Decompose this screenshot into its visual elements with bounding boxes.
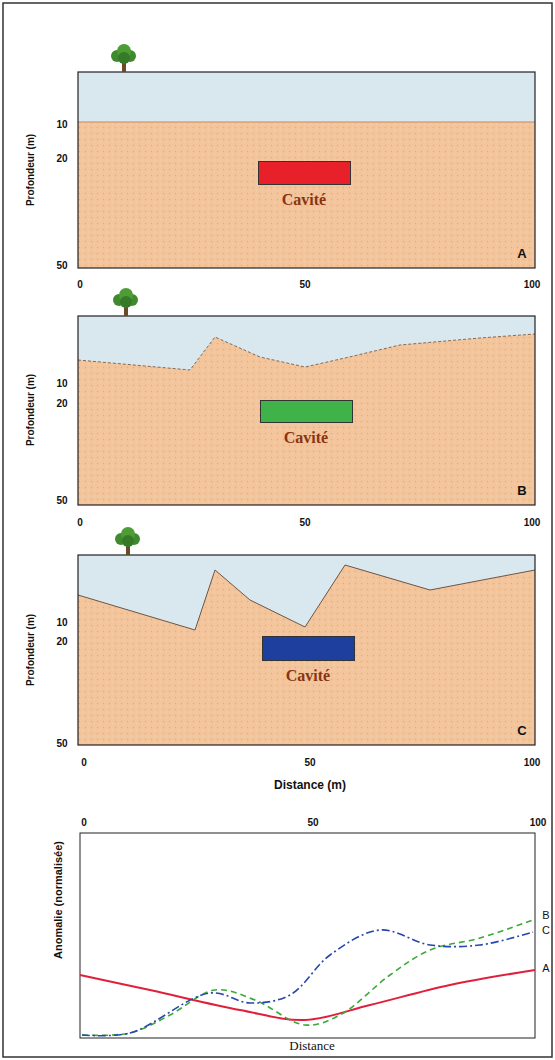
panel-letter: A (517, 247, 526, 261)
tick-label: 100 (524, 279, 541, 290)
cavity-box: Cavité (260, 400, 353, 447)
tree-icon (115, 527, 140, 555)
tick-label: 50 (56, 495, 67, 506)
anomaly-chart (80, 833, 535, 1038)
axis-title: Profondeur (m) (25, 374, 36, 446)
cavity-rect (258, 161, 351, 185)
tick-label: 100 (524, 517, 541, 528)
cavity-label: Cavité (258, 191, 351, 209)
section-a (78, 44, 535, 268)
anomaly-curves (80, 920, 535, 1036)
cavity-box: Cavité (258, 161, 351, 209)
tick-label: 20 (56, 153, 67, 164)
tree-icon (113, 288, 138, 316)
tick-label: 0 (81, 757, 87, 768)
tick-label: 0 (77, 279, 83, 290)
curve-label: B (542, 909, 549, 921)
axis-title: Distance (m) (274, 779, 346, 792)
axis-title: Anomalie (normalisée) (52, 841, 64, 959)
tick-label: 100 (530, 817, 547, 828)
outer-frame (3, 3, 552, 1057)
tick-label: 50 (307, 817, 318, 828)
tree-icon (111, 44, 136, 72)
tick-label: 50 (56, 260, 67, 271)
tick-label: 50 (299, 279, 310, 290)
curve-c (82, 930, 533, 1036)
tick-label: 10 (56, 617, 67, 628)
axis-title: Profondeur (m) (25, 134, 36, 206)
tick-label: 0 (81, 817, 87, 828)
axis-title: Distance (289, 1039, 334, 1053)
tick-label: 10 (56, 378, 67, 389)
tick-label: 20 (56, 636, 67, 647)
panel-letter: B (517, 484, 526, 498)
tick-label: 50 (299, 517, 310, 528)
section-c (78, 527, 535, 745)
curve-label: C (542, 924, 550, 936)
curve-label: A (542, 962, 549, 974)
curve-b (82, 920, 533, 1035)
tick-label: 10 (56, 119, 67, 130)
cavity-box: Cavité (262, 636, 355, 685)
tick-label: 100 (524, 757, 541, 768)
section-b (78, 288, 535, 505)
cavity-label: Cavité (262, 667, 355, 685)
axis-title: Profondeur (m) (25, 614, 36, 686)
cavity-rect (262, 636, 355, 661)
tick-label: 20 (56, 398, 67, 409)
tick-label: 50 (56, 738, 67, 749)
tick-label: 50 (304, 757, 315, 768)
cavity-rect (260, 400, 353, 423)
curve-a (80, 970, 535, 1020)
tick-label: 0 (77, 517, 83, 528)
panel-letter: C (517, 724, 526, 738)
cavity-label: Cavité (260, 429, 353, 447)
